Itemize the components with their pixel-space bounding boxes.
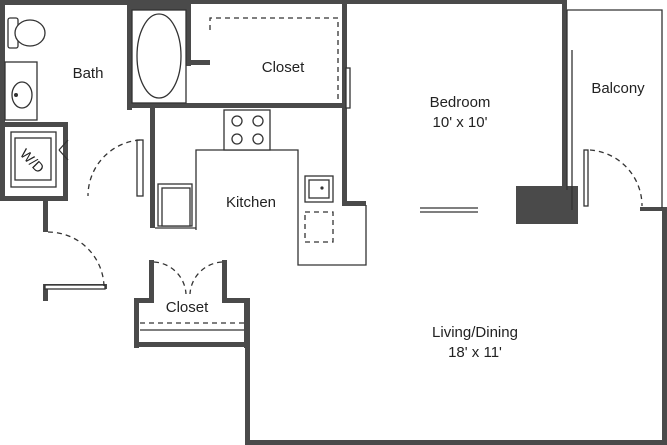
- living-dining-label: Living/Dining: [432, 324, 518, 341]
- fixtures: W/D: [4, 9, 334, 243]
- dishwasher-icon: [304, 211, 334, 243]
- door-swings: [47, 139, 643, 295]
- kitchen-sink-icon: [304, 175, 334, 203]
- closet-lower-label: Closet: [166, 299, 209, 316]
- stove-icon: [223, 109, 271, 151]
- toilet-icon: [7, 17, 46, 49]
- vanity-sink-icon: [4, 61, 38, 121]
- outline-lines: [44, 9, 663, 331]
- bedroom-label: Bedroom: [430, 94, 491, 111]
- refrigerator-icon: [157, 183, 193, 227]
- washer-dryer-icon: W/D: [10, 131, 69, 188]
- room-labels: Bath Closet Bedroom 10' x 10' Balcony Ki…: [73, 59, 646, 361]
- bath-label: Bath: [73, 65, 104, 82]
- living-dining-dims: 18' x 11': [448, 344, 502, 361]
- bedroom-dims: 10' x 10': [433, 114, 488, 131]
- kitchen-label: Kitchen: [226, 194, 276, 211]
- balcony-label: Balcony: [591, 80, 645, 97]
- closet-upper-label: Closet: [262, 59, 305, 76]
- bathtub-icon: [131, 9, 187, 104]
